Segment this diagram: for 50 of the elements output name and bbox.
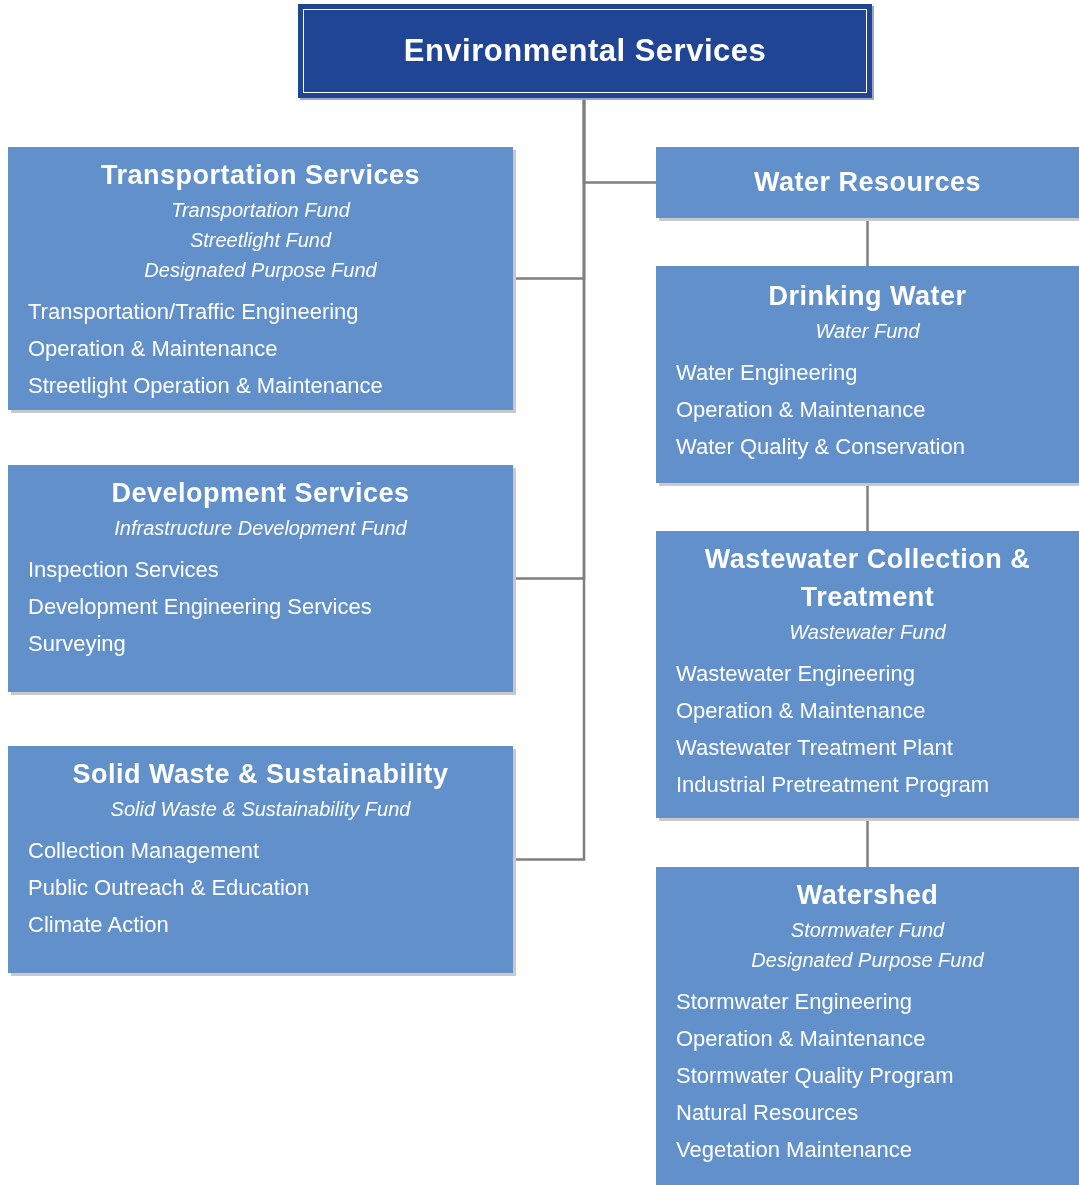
unit-title: Solid Waste & Sustainability <box>71 758 450 791</box>
connector-line <box>866 818 869 867</box>
division-name: Collection Management <box>27 836 261 865</box>
fund-name: Designated Purpose Fund <box>750 947 985 973</box>
unit-title: Development Services <box>110 477 411 510</box>
division-name: Public Outreach & Education <box>27 873 311 902</box>
connector-line <box>866 218 869 266</box>
unit-title: Transportation Services <box>99 159 422 192</box>
org-unit-box <box>656 147 1079 218</box>
fund-name: Solid Waste & Sustainability Fund <box>109 796 412 822</box>
fund-name: Designated Purpose Fund <box>143 257 378 283</box>
division-name: Stormwater Quality Program <box>675 1061 955 1090</box>
connector-line <box>866 483 869 531</box>
division-name: Operation & Maintenance <box>27 334 279 363</box>
unit-title: Watershed <box>795 879 940 912</box>
fund-name: Transportation Fund <box>170 197 352 223</box>
division-name: Vegetation Maintenance <box>675 1135 914 1164</box>
org-unit-box <box>298 4 872 98</box>
division-name: Operation & Maintenance <box>675 1024 927 1053</box>
unit-title: Drinking Water <box>767 280 968 313</box>
division-name: Industrial Pretreatment Program <box>675 770 991 799</box>
unit-title: Water Resources <box>752 165 983 199</box>
unit-title: Environmental Services <box>403 32 767 71</box>
org-unit-box <box>8 746 513 973</box>
fund-name: Water Fund <box>814 318 921 344</box>
org-unit-box <box>8 465 513 692</box>
division-name: Natural Resources <box>675 1098 860 1127</box>
unit-title: Wastewater Collection & Treatment <box>703 543 1032 614</box>
org-unit-box <box>656 867 1079 1185</box>
division-name: Operation & Maintenance <box>675 395 927 424</box>
division-name: Development Engineering Services <box>27 592 373 621</box>
fund-name: Stormwater Fund <box>789 917 946 943</box>
division-name: Climate Action <box>27 910 170 939</box>
division-name: Water Engineering <box>675 358 859 387</box>
fund-name: Wastewater Fund <box>788 619 947 645</box>
connector-line <box>582 98 656 184</box>
division-name: Water Quality & Conservation <box>675 432 966 461</box>
division-name: Operation & Maintenance <box>675 696 927 725</box>
division-name: Stormwater Engineering <box>675 987 913 1016</box>
org-unit-box <box>8 147 513 410</box>
division-name: Streetlight Operation & Maintenance <box>27 371 384 400</box>
fund-name: Streetlight Fund <box>188 227 333 253</box>
division-name: Wastewater Engineering <box>675 659 916 688</box>
division-name: Inspection Services <box>27 555 220 584</box>
org-unit-box <box>656 531 1079 818</box>
fund-name: Infrastructure Development Fund <box>113 515 408 541</box>
division-name: Surveying <box>27 629 127 658</box>
division-name: Transportation/Traffic Engineering <box>27 297 360 326</box>
org-unit-box <box>656 266 1079 483</box>
division-name: Wastewater Treatment Plant <box>675 733 954 762</box>
